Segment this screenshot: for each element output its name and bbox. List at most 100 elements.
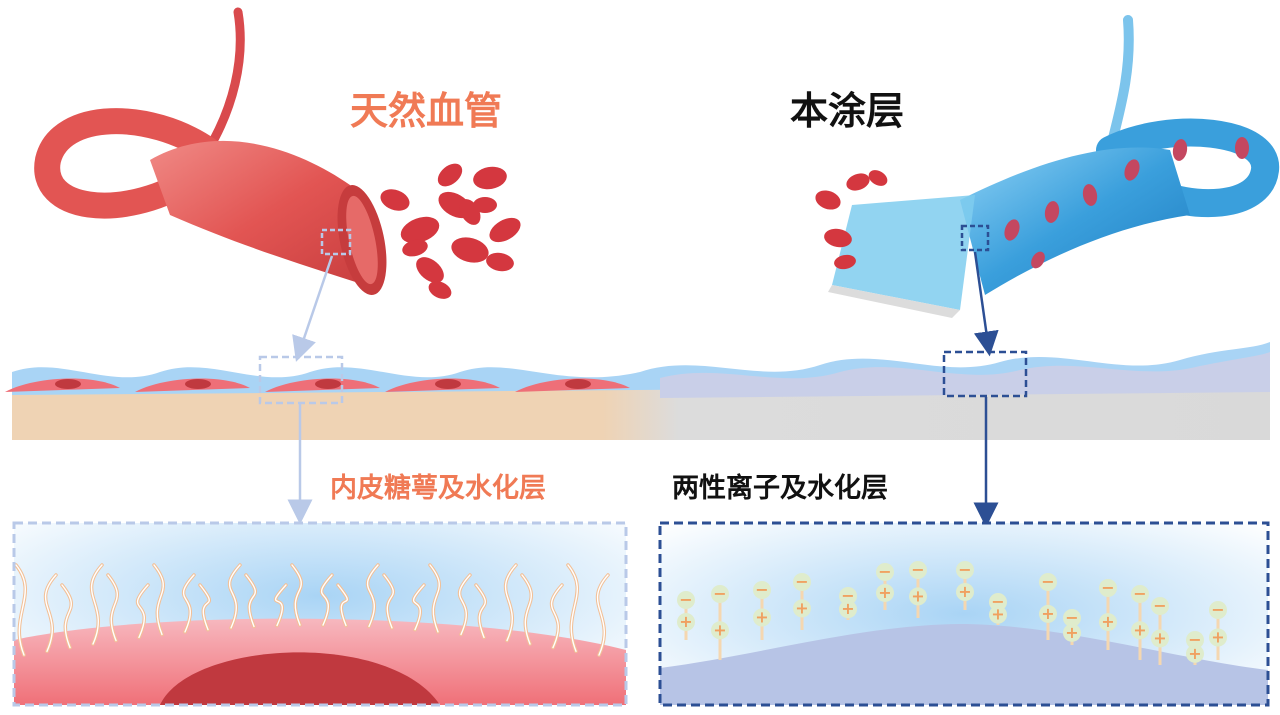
positive-ion-bead	[793, 599, 811, 618]
negative-charge-icon: −	[1133, 584, 1146, 603]
tissue-cross-section	[5, 342, 1270, 440]
negative-charge-icon: −	[841, 586, 854, 605]
strip-zoom-box-right	[942, 350, 1028, 398]
red-blood-cell	[402, 239, 428, 257]
negative-ion-bead	[909, 561, 927, 579]
positive-ion-bead	[1209, 628, 1227, 647]
positive-ion-bead	[956, 583, 974, 601]
negative-charge-icon: −	[755, 580, 768, 599]
positive-ion-bead	[1131, 621, 1149, 640]
natural-vessel-title: 天然血管	[350, 89, 503, 133]
vessel-tail	[203, 7, 245, 155]
endothelial-cell-nucleus	[435, 379, 461, 389]
arrow-vessel-to-strip	[292, 255, 334, 362]
negative-ion-bead	[1151, 597, 1169, 615]
positive-charge-icon: +	[679, 612, 692, 631]
red-blood-cell	[473, 166, 507, 190]
glycocalyx-fiber-highlight	[291, 564, 302, 626]
negative-ion-bead	[793, 573, 811, 591]
red-blood-cell	[473, 197, 497, 213]
glycocalyx-fiber-highlight	[274, 584, 287, 627]
positive-charge-icon: +	[878, 583, 891, 602]
red-blood-cell	[486, 252, 514, 272]
glycocalyx-fiber-highlight	[245, 574, 256, 628]
red-blood-cell	[380, 189, 410, 211]
glycocalyx-fiber-highlight	[199, 584, 210, 631]
positive-charge-icon: +	[991, 605, 1004, 624]
glycocalyx-fiber-highlight	[107, 574, 118, 642]
positive-charge-icon: +	[1041, 604, 1054, 623]
negative-charge-icon: −	[911, 560, 924, 579]
positive-charge-icon: +	[755, 608, 768, 627]
vessel-zoom-marker	[320, 228, 352, 256]
red-blood-cell	[1082, 184, 1098, 206]
red-blood-cell	[1044, 201, 1060, 223]
red-blood-cell	[868, 170, 888, 186]
positive-ion-bead	[1039, 604, 1057, 623]
positive-charge-icon: +	[1065, 623, 1078, 642]
glycocalyx-fiber-highlight	[153, 564, 164, 636]
negative-charge-icon: −	[713, 584, 726, 603]
glycocalyx-fiber-highlight	[44, 574, 57, 652]
coating-sheet-edge	[828, 285, 960, 318]
positive-charge-icon: +	[795, 598, 808, 617]
glycocalyx-fibers	[14, 563, 610, 657]
positive-charge-icon: +	[1101, 612, 1114, 631]
positive-ion-bead	[1099, 613, 1117, 632]
coating-zoom-marker	[960, 224, 990, 252]
positive-ion-bead	[989, 605, 1007, 624]
red-blood-cell	[846, 173, 870, 191]
positive-ion-bead	[677, 613, 695, 631]
negative-ion-bead	[1131, 585, 1149, 603]
glycocalyx-fiber-highlight	[90, 564, 103, 645]
negative-charge-icon: −	[1041, 572, 1054, 591]
negative-ion-bead	[1063, 609, 1081, 627]
blood-cells-right	[815, 137, 1249, 270]
endothelial-cells	[5, 378, 630, 392]
glycocalyx-detail-panel	[12, 521, 628, 707]
negative-charge-icon: −	[795, 572, 808, 591]
natural-vessel-illustration	[34, 7, 387, 295]
negative-charge-icon: −	[1153, 596, 1166, 615]
positive-charge-icon: +	[1188, 644, 1201, 663]
coated-vessel-body	[960, 147, 1190, 295]
glycocalyx-fiber-highlight	[412, 584, 425, 631]
endothelial-cell-nucleus	[185, 379, 211, 389]
positive-ion-bead	[711, 621, 729, 640]
negative-ion-bead	[839, 587, 857, 605]
negative-ion-bead	[956, 561, 974, 579]
positive-charge-icon: +	[1153, 628, 1166, 647]
negative-ion-bead	[753, 581, 771, 599]
negative-charge-icon: −	[1211, 600, 1224, 619]
red-blood-cell	[1031, 251, 1045, 269]
glycocalyx-fiber-highlight	[550, 584, 563, 649]
glycocalyx-fiber-highlight	[182, 574, 195, 633]
glycocalyx-fiber-highlight	[596, 574, 609, 656]
red-blood-cell	[437, 163, 463, 187]
vessel-inner-wall	[346, 195, 378, 285]
strip-zoom-box-left	[258, 355, 344, 405]
zwitterion-layer-label: 两性离子及水化层	[672, 473, 888, 504]
negative-ion-bead	[1209, 601, 1227, 619]
arrow-coating-to-strip	[973, 251, 999, 357]
detail-box-right	[658, 521, 1270, 707]
positive-ion-bead	[839, 600, 857, 619]
endothelial-cell-nucleus	[315, 379, 341, 389]
red-blood-cell	[416, 257, 444, 283]
red-blood-cell	[451, 237, 489, 263]
positive-charge-icon: +	[1211, 628, 1224, 647]
glycocalyx-fiber-highlight	[366, 564, 379, 628]
vessel-loop	[34, 108, 221, 219]
glycocalyx-fiber-highlight	[61, 584, 72, 649]
red-blood-cell	[400, 216, 440, 244]
negative-charge-icon: −	[878, 562, 891, 581]
endothelial-cell-nucleus	[55, 379, 81, 389]
negative-charge-icon: −	[679, 590, 692, 609]
negative-charge-icon: −	[958, 560, 971, 579]
positive-charge-icon: +	[958, 582, 971, 601]
glycocalyx-fiber-highlight	[320, 574, 333, 626]
positive-ion-bead	[753, 608, 771, 627]
glycocalyx-fiber-highlight	[475, 584, 486, 639]
